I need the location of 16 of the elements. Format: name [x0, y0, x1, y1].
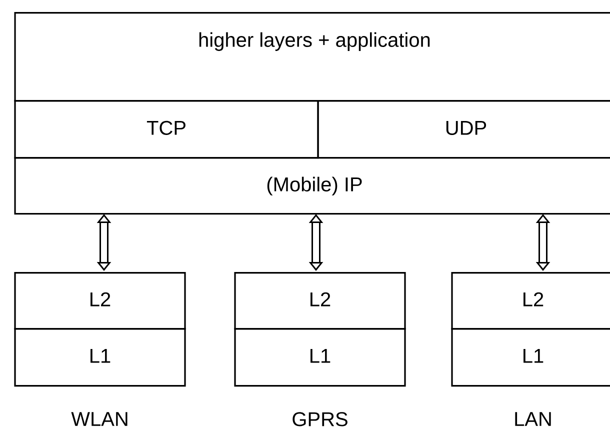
double-arrow	[308, 214, 324, 271]
layer-box: L1	[234, 328, 406, 387]
network-label: LAN	[515, 412, 551, 426]
layer-box: L1	[14, 328, 186, 387]
network-label: GPRS	[292, 412, 348, 426]
network-label: WLAN	[71, 412, 128, 426]
layer-box: L2	[14, 272, 186, 330]
layer-box: TCP	[14, 100, 319, 159]
layer-box: L1	[451, 328, 610, 387]
layer-box: higher layers + application	[14, 12, 610, 102]
layer-box: L2	[234, 272, 406, 330]
layer-box: (Mobile) IP	[14, 156, 610, 215]
layer-box: UDP	[317, 100, 610, 159]
layer-box: L2	[451, 272, 610, 330]
double-arrow	[96, 214, 112, 271]
double-arrow	[536, 214, 550, 271]
